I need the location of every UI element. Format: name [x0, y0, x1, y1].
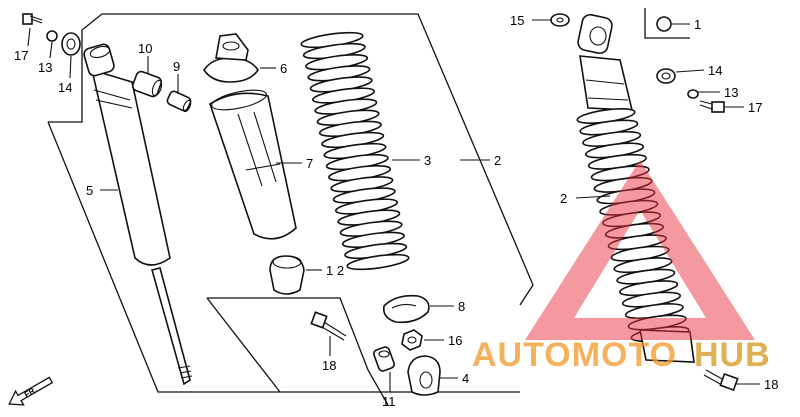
washer-part-13-left — [46, 30, 58, 42]
callout-6: 6 — [280, 61, 287, 76]
bolt-part-17-right — [699, 100, 725, 113]
callout-13-left: 13 — [38, 60, 52, 75]
bushing-part-14-right — [656, 68, 676, 84]
callout-2-right: 2 — [560, 191, 567, 206]
front-direction-indicator: FR. — [8, 376, 54, 406]
automotohub-watermark: AUTOMOTO HUB — [472, 160, 771, 374]
callout-3: 3 — [424, 153, 431, 168]
bolt-part-18-middle — [310, 311, 347, 341]
nut-part-16 — [401, 329, 423, 351]
callout-2-left: 2 — [494, 153, 501, 168]
cap-part-1 — [656, 16, 672, 32]
callout-14-left: 14 — [58, 80, 72, 95]
bushing-part-11 — [373, 346, 395, 372]
washer-part-13-right — [687, 89, 699, 99]
guide-tube-part-7 — [209, 89, 297, 240]
spring-coil — [346, 253, 410, 271]
lower-joint-part-4 — [407, 355, 441, 396]
callout-8: 8 — [458, 299, 465, 314]
front-arrow-icon — [8, 376, 54, 406]
callout-5: 5 — [86, 183, 93, 198]
callout-18-middle: 18 — [322, 358, 336, 373]
bushing-part-14-left — [61, 32, 81, 56]
damper-body-part-5 — [83, 43, 193, 386]
diagram-frame — [47, 8, 690, 406]
watermark-triangle-logo — [525, 160, 755, 340]
callout-17-left: 17 — [14, 48, 28, 63]
coil-spring-part-3 — [300, 31, 410, 271]
callout-16: 16 — [448, 333, 462, 348]
callout-15: 15 — [510, 13, 524, 28]
callout-9: 9 — [173, 59, 180, 74]
watermark-brand-part2: HUB — [694, 336, 771, 374]
callout-12: 1 2 — [326, 263, 344, 278]
leader-lines — [27, 19, 760, 392]
callout-17-right: 17 — [748, 100, 762, 115]
callout-7: 7 — [306, 156, 313, 171]
shock-assembly-part-2 — [576, 13, 695, 363]
callout-1: 1 — [694, 17, 701, 32]
callout-13-right: 13 — [724, 85, 738, 100]
bolt-part-18-right — [703, 369, 739, 392]
spring-stopper-part-8 — [382, 294, 430, 324]
bolt-part-17-left — [22, 13, 43, 25]
watermark-brand-part1: AUTOMOTO — [472, 336, 677, 374]
callout-14-right: 14 — [708, 63, 722, 78]
spring-seat-part-6 — [203, 33, 259, 83]
washer-part-15 — [550, 13, 570, 27]
bump-rubber-part-12 — [269, 255, 305, 295]
collar-part-10 — [131, 70, 163, 98]
callout-4: 4 — [462, 371, 469, 386]
callout-labels: 17 13 14 10 9 6 7 3 2 5 1 2 8 16 4 11 18… — [14, 13, 778, 409]
collar-part-9 — [166, 90, 192, 113]
callout-11: 11 — [382, 394, 396, 409]
callout-10: 10 — [138, 41, 152, 56]
callout-18-right: 18 — [764, 377, 778, 392]
